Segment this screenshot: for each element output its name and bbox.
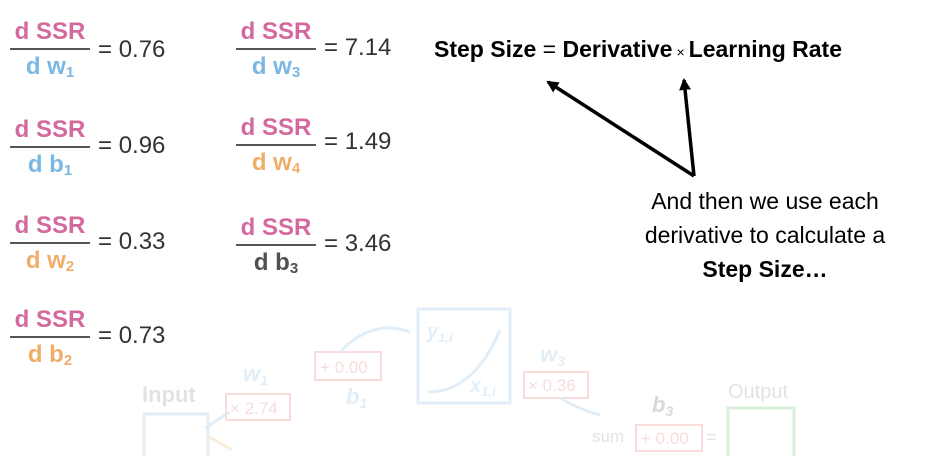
step-size-equation: Step Size = Derivative×Learning Rate [434, 36, 842, 63]
derivative-value: = 0.33 [98, 228, 166, 255]
note-line-3: Step Size… [702, 256, 828, 282]
fraction-numerator: d SSR [14, 212, 86, 239]
input-label: Input [142, 382, 196, 407]
to-hidden-arrow [338, 326, 411, 354]
fraction-bar [10, 146, 90, 148]
equals-sign: = [542, 36, 557, 62]
bias1-add: + 0.00 [320, 358, 368, 377]
step-size-term: Step Size [434, 36, 537, 62]
b1-label: b1 [346, 384, 367, 411]
derivative-dssr-db3: d SSR d b3 [236, 214, 316, 283]
input-to-w1-arrow [204, 410, 231, 430]
hidden-to-sum-arrow [559, 396, 601, 417]
sum-label: sum [592, 427, 624, 446]
fraction-bar [236, 144, 316, 146]
explanation-note: And then we use each derivative to calcu… [610, 184, 920, 286]
fraction-denominator: d w1 [25, 53, 75, 81]
bias3-box [635, 424, 703, 452]
w1-multiplier: × 2.74 [230, 399, 278, 418]
w3-multiplier: × 0.36 [528, 376, 576, 395]
output-node [726, 406, 796, 456]
fraction-bar [10, 336, 90, 338]
w3-multiplier-box [523, 371, 589, 399]
fraction-numerator: d SSR [240, 114, 312, 141]
fraction-numerator: d SSR [14, 116, 86, 143]
fraction-bar [236, 48, 316, 50]
note-line-1: And then we use each [651, 188, 879, 214]
derivative-value: = 7.14 [324, 34, 392, 61]
derivative-dssr-dw1: d SSR d w1 [10, 18, 90, 87]
fraction-denominator: d w4 [251, 149, 301, 177]
bias3-add: + 0.00 [641, 429, 689, 448]
x-label: x1,i [469, 375, 496, 399]
output-label: Output [728, 381, 788, 403]
fraction-bar [236, 244, 316, 246]
bias1-box [314, 351, 382, 381]
b3-label: b3 [652, 392, 673, 419]
derivative-value: = 0.76 [98, 36, 166, 63]
derivative-dssr-dw4: d SSR d w4 [236, 114, 316, 183]
fraction-numerator: d SSR [14, 306, 86, 333]
w1-multiplier-box [225, 393, 291, 421]
activation-curve [427, 329, 502, 394]
input-node [142, 412, 210, 456]
fraction-numerator: d SSR [14, 18, 86, 45]
derivative-term: Derivative [562, 36, 673, 62]
fraction-bar [10, 48, 90, 50]
arrow-to-step-size [546, 80, 695, 178]
arrow-to-derivative [679, 78, 696, 177]
fraction-bar [10, 242, 90, 244]
fraction-denominator: d b3 [253, 249, 299, 277]
derivative-dssr-dw2: d SSR d w2 [10, 212, 90, 281]
note-line-2: derivative to calculate a [644, 222, 886, 248]
derivative-dssr-db2: d SSR d b2 [10, 306, 90, 375]
derivative-dssr-db1: d SSR d b1 [10, 116, 90, 185]
w3-label: w3 [540, 342, 565, 369]
hidden-node [416, 307, 512, 405]
learning-rate-term: Learning Rate [688, 36, 843, 62]
derivative-dssr-dw3: d SSR d w3 [236, 18, 316, 87]
fraction-denominator: d b2 [27, 341, 73, 369]
input-to-w2-arrow [207, 434, 233, 452]
derivative-value: = 0.73 [98, 322, 166, 349]
fraction-denominator: d b1 [27, 151, 73, 179]
derivative-value: = 1.49 [324, 128, 392, 155]
fraction-numerator: d SSR [240, 214, 312, 241]
sum-equals: = [706, 427, 717, 447]
fraction-denominator: d w2 [25, 247, 75, 275]
fraction-numerator: d SSR [240, 18, 312, 45]
derivative-value: = 0.96 [98, 132, 166, 159]
times-sign: × [676, 44, 685, 60]
y-label: y1,i [426, 321, 453, 345]
w1-label: w1 [243, 361, 268, 388]
fraction-denominator: d w3 [251, 53, 301, 81]
derivative-value: = 3.46 [324, 230, 392, 257]
